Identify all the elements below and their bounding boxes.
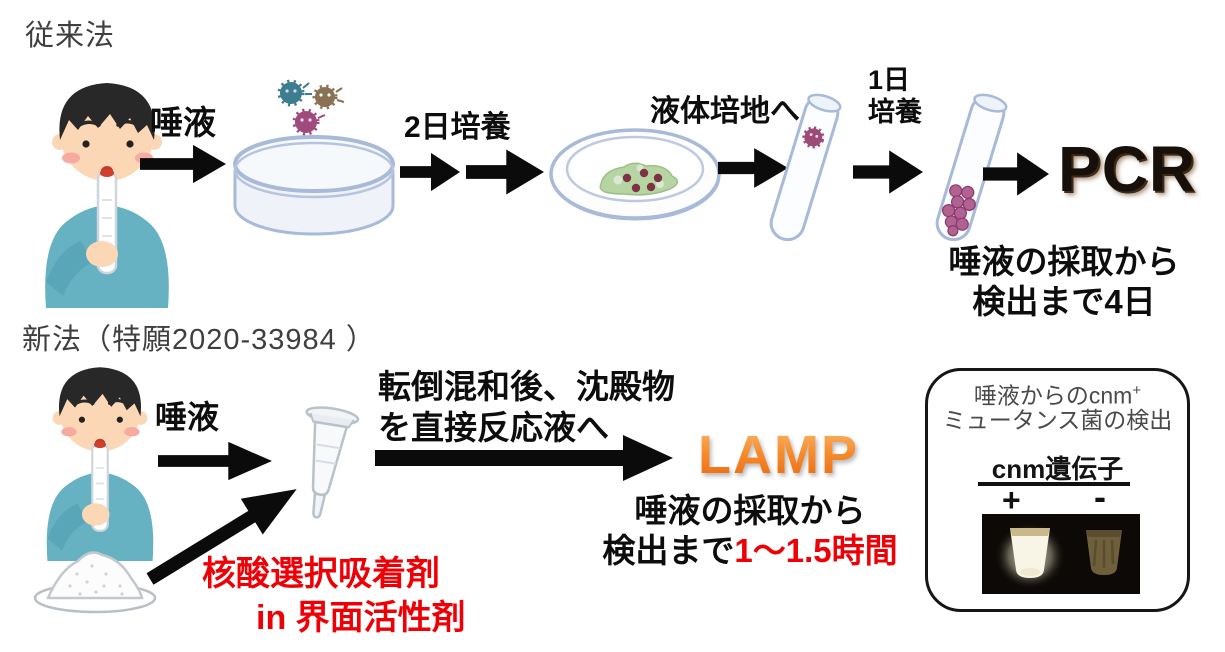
- result-box-heading-line1: 唾液からのcnm+: [973, 382, 1142, 409]
- tube-negative-icon: [1086, 530, 1122, 575]
- new-duration-text: 唾液の採取から 検出まで1〜1.5時間: [602, 492, 898, 569]
- microtube-icon: [283, 402, 368, 524]
- tube-positive-icon: [1010, 528, 1050, 578]
- minus-sign: -: [1094, 476, 1106, 517]
- arrow-right-icon: [140, 142, 226, 186]
- person-saliva-icon: [26, 70, 188, 308]
- cnm-plus-superscript: +: [1132, 382, 1142, 399]
- new-method-title: 新法（特願2020-33984 ）: [22, 324, 376, 356]
- duration-prefix: 検出まで: [602, 532, 735, 569]
- arrow-diagonal-icon: [139, 471, 308, 597]
- arrow-right-icon: [853, 147, 923, 197]
- conventional-duration-text: 唾液の採取から 検出まで4日: [948, 243, 1180, 320]
- result-box-heading-line2: ミュータンス菌の検出: [942, 407, 1173, 433]
- saliva-label-top: 唾液: [150, 104, 216, 141]
- arrow-right-icon: [718, 145, 788, 191]
- plus-sign: +: [1002, 482, 1021, 518]
- to-liquid-medium-label: 液体培地へ: [650, 95, 800, 128]
- arrow-right-icon: [983, 149, 1049, 199]
- arrow-right-icon: [158, 439, 272, 483]
- conventional-method-title: 従来法: [25, 20, 116, 52]
- gene-underline: [978, 482, 1130, 486]
- person-saliva-icon: [30, 356, 170, 561]
- reagent-note-text: 核酸選択吸着剤 in 界面活性剤: [202, 555, 466, 637]
- cnm-gene-label: cnm遺伝子: [991, 454, 1124, 484]
- mix-instruction-text: 転倒混和後、沈殿物 を直接反応液へ: [378, 368, 675, 446]
- arrow-long-icon: [375, 435, 673, 481]
- culture-1day-label: 1日 培養: [868, 65, 922, 127]
- lamp-label: LAMP: [698, 425, 859, 485]
- test-tube-icon: [752, 92, 857, 244]
- powder-plate-icon: [32, 540, 158, 615]
- duration-highlight: 1〜1.5時間: [734, 532, 898, 569]
- pcr-label: PCR: [1058, 133, 1197, 205]
- culture-2day-label: 2日培養: [404, 111, 511, 144]
- saliva-label-bottom: 唾液: [155, 399, 220, 435]
- bacteria-icon: [272, 78, 354, 138]
- test-tube-grown-icon: [918, 92, 1023, 244]
- arrow-right-icon: [400, 150, 460, 194]
- arrow-right-icon: [466, 146, 544, 198]
- result-photo: [982, 514, 1140, 594]
- petri-dish-colony-icon: [548, 122, 723, 234]
- petri-dish-empty-icon: [230, 126, 396, 238]
